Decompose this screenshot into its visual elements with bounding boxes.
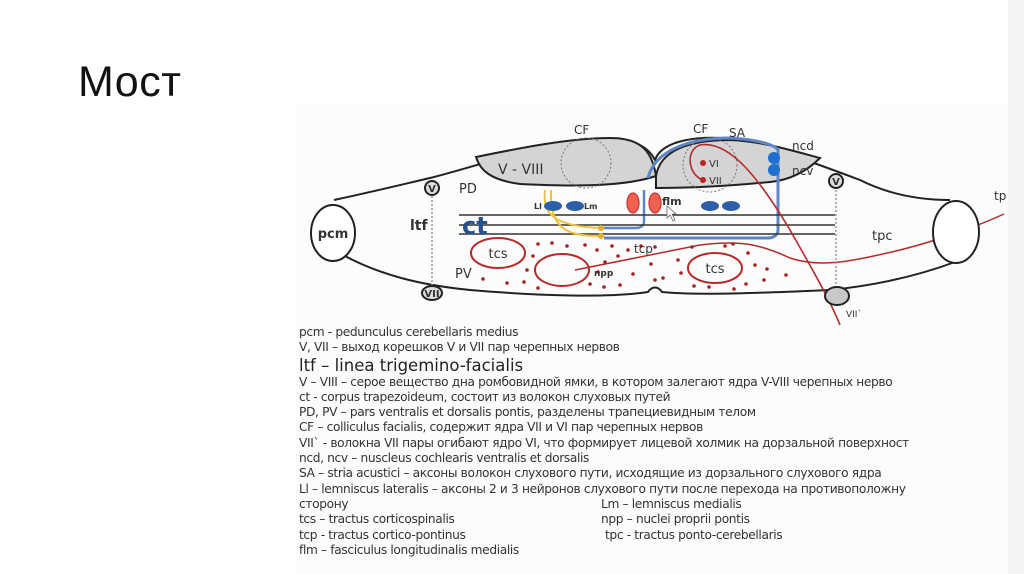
npp-oval	[534, 253, 590, 287]
slide-edge	[1008, 0, 1024, 574]
npp-dots	[481, 241, 788, 291]
label-v-left: V	[428, 184, 436, 195]
legend-row: ltf – linea trigemino-facialis	[299, 355, 524, 375]
legend-row: Ll – lemniscus lateralis – аксоны 2 и 3 …	[299, 481, 906, 496]
label-vi: VI	[709, 159, 719, 170]
tcs-left-oval	[470, 237, 526, 269]
legend: pcm - pedunculus cerebellaris medius V, …	[299, 325, 1008, 558]
legend-row: pcm - pedunculus cerebellaris medius	[299, 325, 519, 339]
label-npp: npp	[594, 269, 614, 279]
label-ncd: ncd	[792, 139, 814, 153]
label-tcs-right: tcs	[705, 262, 724, 277]
legend-col2: tpc - tractus ponto-cerebellaris	[605, 527, 783, 542]
mouse-cursor-icon	[666, 205, 678, 222]
legend-row: flm – fasciculus longitudinalis medialis	[299, 542, 519, 557]
legend-col2: Lm – lemniscus medialis	[601, 496, 742, 511]
legend-row: CF – colliculus facialis, содержит ядра …	[299, 420, 704, 435]
vii-prime-fiber	[689, 143, 841, 326]
label-ltf: ltf	[410, 218, 428, 234]
legend-row: ncd, ncv – nuscleus cochlearis ventralis…	[299, 451, 590, 466]
tcs-right-oval	[687, 252, 743, 284]
label-cf-right: CF	[693, 122, 708, 136]
label-ll: Ll	[534, 202, 542, 211]
pcm-right	[932, 200, 980, 264]
legend-row: SA – stria acustici – аксоны волокон слу…	[299, 466, 882, 481]
pons-outline-bottom	[342, 254, 956, 297]
label-tpc: tpc	[872, 229, 893, 244]
label-tp-edge: tp	[994, 189, 1006, 203]
root-v-right	[828, 173, 844, 189]
lemniscus-lateralis-oval	[544, 201, 562, 211]
pons-outline	[333, 136, 951, 201]
lemniscus-medialis-oval	[566, 201, 584, 211]
root-v-left	[424, 180, 440, 196]
legend-row: ct - corpus trapezoideum, состоит из вол…	[299, 389, 671, 404]
slide-title: Мост	[78, 58, 182, 106]
label-pd: PD	[459, 182, 477, 197]
label-vii-prime: VII`	[846, 309, 862, 320]
nucleus-cochlearis-ventralis	[768, 164, 780, 176]
ll-junction-dot-1	[598, 225, 604, 231]
pons-diagram: V V VII pcm ltf ct PD PV V - VIII CF CF …	[310, 122, 1006, 326]
stria-acustici	[604, 136, 780, 240]
label-v-viii: V - VIII	[498, 162, 544, 178]
label-cf-left: CF	[574, 123, 589, 137]
label-ncv: ncv	[792, 164, 813, 178]
legend-row: V, VII – выход корешков V и VII пар чере…	[299, 340, 620, 355]
label-vii-root: VII	[424, 289, 439, 300]
label-ct: ct	[462, 212, 488, 240]
label-tcs-left: tcs	[488, 247, 507, 262]
pons-figure: V V VII pcm ltf ct PD PV V - VIII CF CF …	[296, 104, 1008, 574]
label-pv: PV	[455, 267, 472, 282]
label-v-right: V	[832, 177, 840, 188]
lemniscus-right-oval-1	[701, 201, 719, 211]
nucleus-vi	[700, 160, 706, 166]
ll-junction-dot-2	[598, 233, 604, 239]
pcm-left	[310, 204, 356, 262]
label-vii-nucleus: VII	[709, 176, 722, 187]
auditory-path-upper	[604, 190, 646, 230]
colliculus-facialis-left	[560, 137, 612, 189]
root-vii-left	[421, 285, 443, 301]
legend-row: PD, PV – pars ventralis et dorsalis pont…	[299, 405, 756, 420]
label-lm: Lm	[584, 202, 597, 211]
label-tcp: tcp	[634, 242, 653, 256]
label-sa: SA	[729, 126, 746, 140]
label-pcm: pcm	[318, 227, 349, 242]
colliculus-facialis-right	[682, 137, 738, 193]
root-vii-right	[824, 286, 850, 306]
lemniscus-lateralis-path-2	[549, 189, 601, 237]
lemniscus-right-oval-2	[722, 201, 740, 211]
legend-row: V – VIII – серое вещество дна ромбовидно…	[299, 374, 893, 389]
flm-oval-left	[626, 192, 640, 214]
flm-oval-right	[648, 192, 662, 214]
nucleus-cochlearis-dorsalis	[768, 152, 780, 164]
legend-col2: npp – nuclei proprii pontis	[601, 512, 750, 527]
legend-row: VII` - волокна VII пары огибают ядро VI,…	[299, 435, 909, 450]
label-flm: flm	[662, 195, 682, 208]
